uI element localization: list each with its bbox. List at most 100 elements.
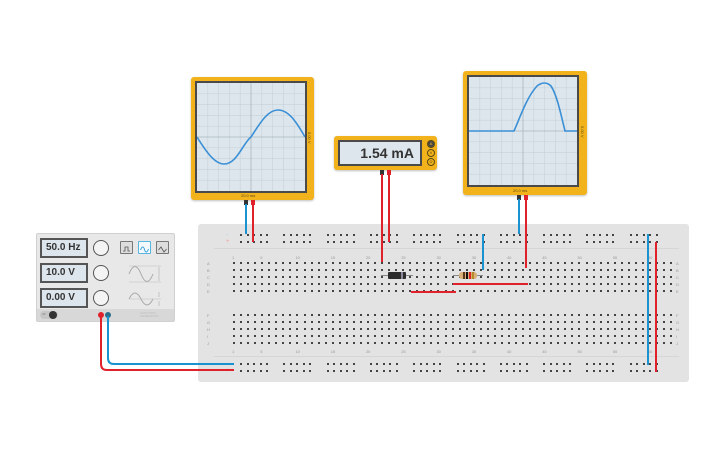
terminal-hole[interactable] <box>254 262 257 264</box>
terminal-hole[interactable] <box>606 283 609 285</box>
terminal-hole[interactable] <box>374 328 376 330</box>
rail-hole[interactable] <box>413 370 416 372</box>
terminal-hole[interactable] <box>395 283 398 285</box>
terminal-hole[interactable] <box>275 321 278 323</box>
terminal-hole[interactable] <box>493 342 496 344</box>
rail-hole[interactable] <box>253 241 255 243</box>
rail-hole[interactable] <box>612 241 615 243</box>
multimeter-mode-ohms[interactable]: Ω <box>427 158 435 166</box>
rail-hole[interactable] <box>289 370 292 372</box>
terminal-hole[interactable] <box>515 269 517 271</box>
rail-hole[interactable] <box>456 234 459 236</box>
terminal-hole[interactable] <box>338 262 341 264</box>
oscilloscope-2[interactable]: 20.0 ms 5.00 V <box>463 71 587 195</box>
terminal-hole[interactable] <box>395 269 398 271</box>
terminal-hole[interactable] <box>536 342 539 344</box>
terminal-hole[interactable] <box>359 321 362 323</box>
terminal-hole[interactable] <box>282 342 285 344</box>
terminal-hole[interactable] <box>493 328 496 330</box>
terminal-hole[interactable] <box>507 342 510 344</box>
terminal-hole[interactable] <box>366 283 369 285</box>
terminal-hole[interactable] <box>585 276 588 278</box>
terminal-hole[interactable] <box>613 262 616 264</box>
rail-hole[interactable] <box>569 363 572 365</box>
terminal-hole[interactable] <box>388 269 391 271</box>
terminal-hole[interactable] <box>416 342 419 344</box>
terminal-hole[interactable] <box>423 328 426 330</box>
terminal-hole[interactable] <box>268 328 271 330</box>
terminal-hole[interactable] <box>500 269 503 271</box>
rail-hole[interactable] <box>525 234 528 236</box>
rail-hole[interactable] <box>283 363 286 365</box>
terminal-hole[interactable] <box>366 328 369 330</box>
oscilloscope-1[interactable]: 20.0 ms 5.00 V <box>191 77 314 200</box>
rail-hole[interactable] <box>612 370 615 372</box>
terminal-hole[interactable] <box>317 276 320 278</box>
terminal-hole[interactable] <box>648 290 651 292</box>
terminal-hole[interactable] <box>345 283 348 285</box>
rail-hole[interactable] <box>283 234 286 236</box>
terminal-hole[interactable] <box>656 314 658 316</box>
terminal-hole[interactable] <box>317 321 320 323</box>
rail-hole[interactable] <box>605 363 608 365</box>
rail-hole[interactable] <box>655 241 658 243</box>
terminal-hole[interactable] <box>402 269 405 271</box>
rail-hole[interactable] <box>649 363 652 365</box>
terminal-hole[interactable] <box>592 269 595 271</box>
terminal-hole[interactable] <box>571 283 574 285</box>
terminal-hole[interactable] <box>578 342 581 344</box>
rail-hole[interactable] <box>636 370 639 372</box>
rail-hole[interactable] <box>426 363 429 365</box>
rail-hole[interactable] <box>395 363 398 365</box>
terminal-hole[interactable] <box>529 328 532 330</box>
terminal-hole[interactable] <box>536 314 539 316</box>
terminal-hole[interactable] <box>606 314 609 316</box>
terminal-hole[interactable] <box>500 321 503 323</box>
terminal-hole[interactable] <box>634 283 637 285</box>
rail-hole[interactable] <box>432 241 435 243</box>
terminal-hole[interactable] <box>338 269 341 271</box>
terminal-hole[interactable] <box>247 328 250 330</box>
terminal-hole[interactable] <box>366 290 369 292</box>
rail-hole[interactable] <box>499 370 502 372</box>
terminal-hole[interactable] <box>550 262 553 264</box>
terminal-hole[interactable] <box>493 283 496 285</box>
terminal-hole[interactable] <box>648 342 651 344</box>
terminal-hole[interactable] <box>550 321 553 323</box>
terminal-hole[interactable] <box>564 335 567 337</box>
terminal-hole[interactable] <box>627 335 630 337</box>
terminal-hole[interactable] <box>395 335 398 337</box>
terminal-hole[interactable] <box>423 314 426 316</box>
terminal-hole[interactable] <box>536 262 539 264</box>
rail-hole[interactable] <box>339 241 342 243</box>
terminal-hole[interactable] <box>388 314 391 316</box>
rail-hole[interactable] <box>482 241 485 243</box>
terminal-hole[interactable] <box>670 314 673 316</box>
terminal-hole[interactable] <box>641 342 644 344</box>
terminal-hole[interactable] <box>240 321 243 323</box>
terminal-hole[interactable] <box>451 314 454 316</box>
terminal-hole[interactable] <box>486 342 489 344</box>
rail-hole[interactable] <box>413 363 416 365</box>
terminal-hole[interactable] <box>543 335 546 337</box>
terminal-hole[interactable] <box>641 262 644 264</box>
terminal-hole[interactable] <box>268 290 271 292</box>
power-toggle[interactable]: off <box>40 311 58 319</box>
terminal-hole[interactable] <box>437 290 440 292</box>
terminal-hole[interactable] <box>564 269 567 271</box>
terminal-hole[interactable] <box>641 314 644 316</box>
terminal-hole[interactable] <box>529 342 532 344</box>
terminal-hole[interactable] <box>345 262 348 264</box>
terminal-hole[interactable] <box>331 290 334 292</box>
terminal-hole[interactable] <box>275 262 278 264</box>
terminal-hole[interactable] <box>613 283 616 285</box>
terminal-hole[interactable] <box>275 276 278 278</box>
terminal-hole[interactable] <box>627 262 630 264</box>
terminal-hole[interactable] <box>613 335 616 337</box>
terminal-hole[interactable] <box>338 321 341 323</box>
rail-hole[interactable] <box>302 363 305 365</box>
terminal-hole[interactable] <box>585 314 588 316</box>
rail-hole[interactable] <box>463 363 465 365</box>
terminal-hole[interactable] <box>486 283 489 285</box>
terminal-hole[interactable] <box>571 321 574 323</box>
